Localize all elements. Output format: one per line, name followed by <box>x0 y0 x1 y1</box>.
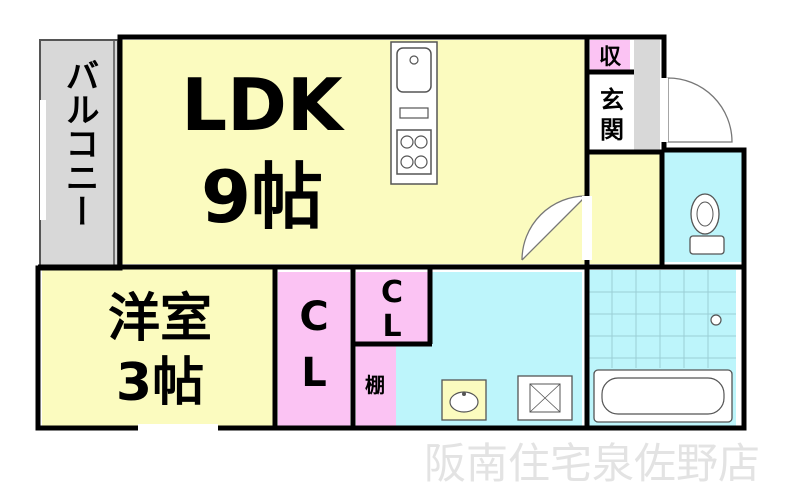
kitchen-counter <box>390 41 438 185</box>
washing-machine-icon <box>517 375 573 421</box>
balcony-area <box>39 39 119 269</box>
closet-2-label-c: C <box>381 275 403 310</box>
ldk-floor <box>121 40 586 264</box>
entrance-label-1: 玄 <box>600 86 624 114</box>
closet-1-label-l: L <box>301 350 327 396</box>
storage: 収 <box>590 40 630 72</box>
shelf-label: 棚 <box>365 373 385 397</box>
closet-2-label-l: L <box>382 309 401 344</box>
front-door-swing <box>667 77 733 143</box>
closet-1-label-c: C <box>299 294 328 340</box>
ldk-size-label: 9帖 <box>201 155 323 239</box>
entrance-label-2: 関 <box>600 116 624 144</box>
bath-tile-grid <box>588 270 736 368</box>
ldk-name-label: LDK <box>181 63 345 147</box>
western-room-size-label: 3帖 <box>116 353 204 413</box>
ldk-room: LDK 9帖 <box>121 40 587 264</box>
western-room-name-label: 洋室 <box>108 289 212 349</box>
entrance: 玄 関 <box>590 40 733 264</box>
bathroom <box>588 270 736 426</box>
toilet-room <box>664 152 742 262</box>
washbasin-icon <box>441 379 487 421</box>
balcony-label: バルコニー <box>59 58 99 228</box>
western-room: 洋室 3帖 <box>42 268 274 426</box>
toilet-icon <box>689 193 725 255</box>
balcony: バルコニー <box>39 39 119 269</box>
washroom <box>396 272 582 426</box>
door-openings <box>40 78 668 432</box>
shelf: 棚 <box>356 346 396 426</box>
stove-icon <box>396 129 432 175</box>
shower-icon <box>710 314 722 326</box>
hallway <box>590 152 660 264</box>
watermark: 阪南住宅泉佐野店 <box>424 439 760 488</box>
bathtub-icon <box>593 369 733 423</box>
sink-icon <box>396 47 432 93</box>
ldk-door-swing <box>521 195 587 261</box>
closet-2: C L <box>356 272 428 344</box>
closet-1: C L <box>278 272 350 426</box>
storage-label: 収 <box>599 45 622 70</box>
